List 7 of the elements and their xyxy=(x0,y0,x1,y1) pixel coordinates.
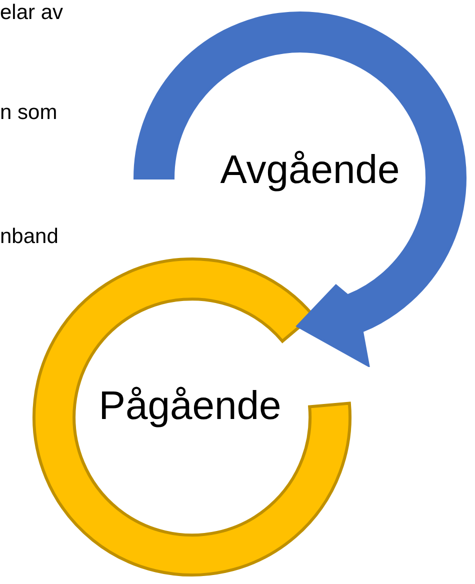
ring-shape xyxy=(32,257,352,577)
text-fragment: n som xyxy=(0,100,58,126)
shape-label: Avgående xyxy=(219,150,401,190)
text-fragment: nband xyxy=(0,224,58,250)
curved-arrow xyxy=(133,11,467,367)
shape-label: Pågående xyxy=(98,386,282,426)
text-fragment: elar av xyxy=(0,0,64,26)
